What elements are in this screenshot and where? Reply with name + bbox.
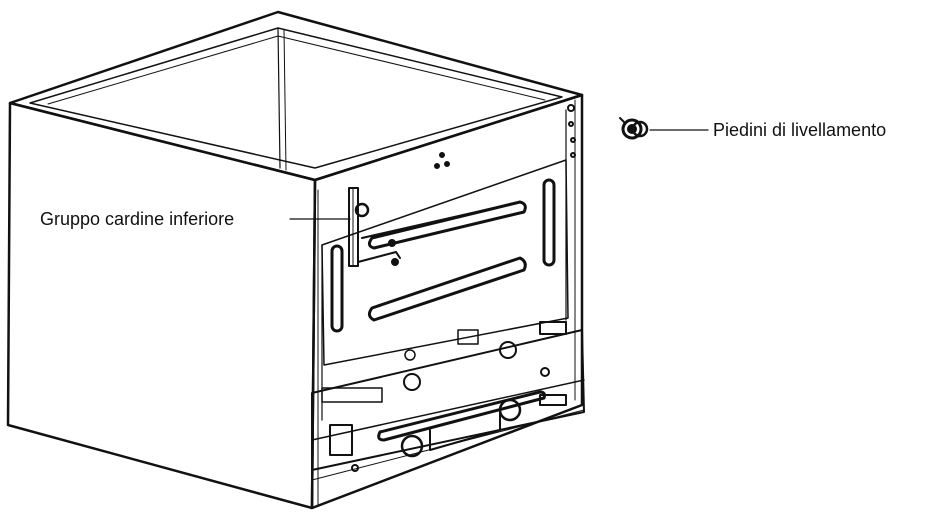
cabinet-left-side-panel: [6, 101, 317, 510]
lower-hinge-assembly: [348, 187, 521, 267]
front-panel-slots: [330, 200, 527, 333]
leveling-foot-icon: [619, 117, 649, 140]
cabinet-base-area: [311, 321, 585, 481]
cabinet-top-frame: [8, 10, 584, 182]
leveling-feet-label: Piedini di livellamento: [713, 120, 887, 140]
lower-hinge-label: Gruppo cardine inferiore: [40, 209, 235, 229]
